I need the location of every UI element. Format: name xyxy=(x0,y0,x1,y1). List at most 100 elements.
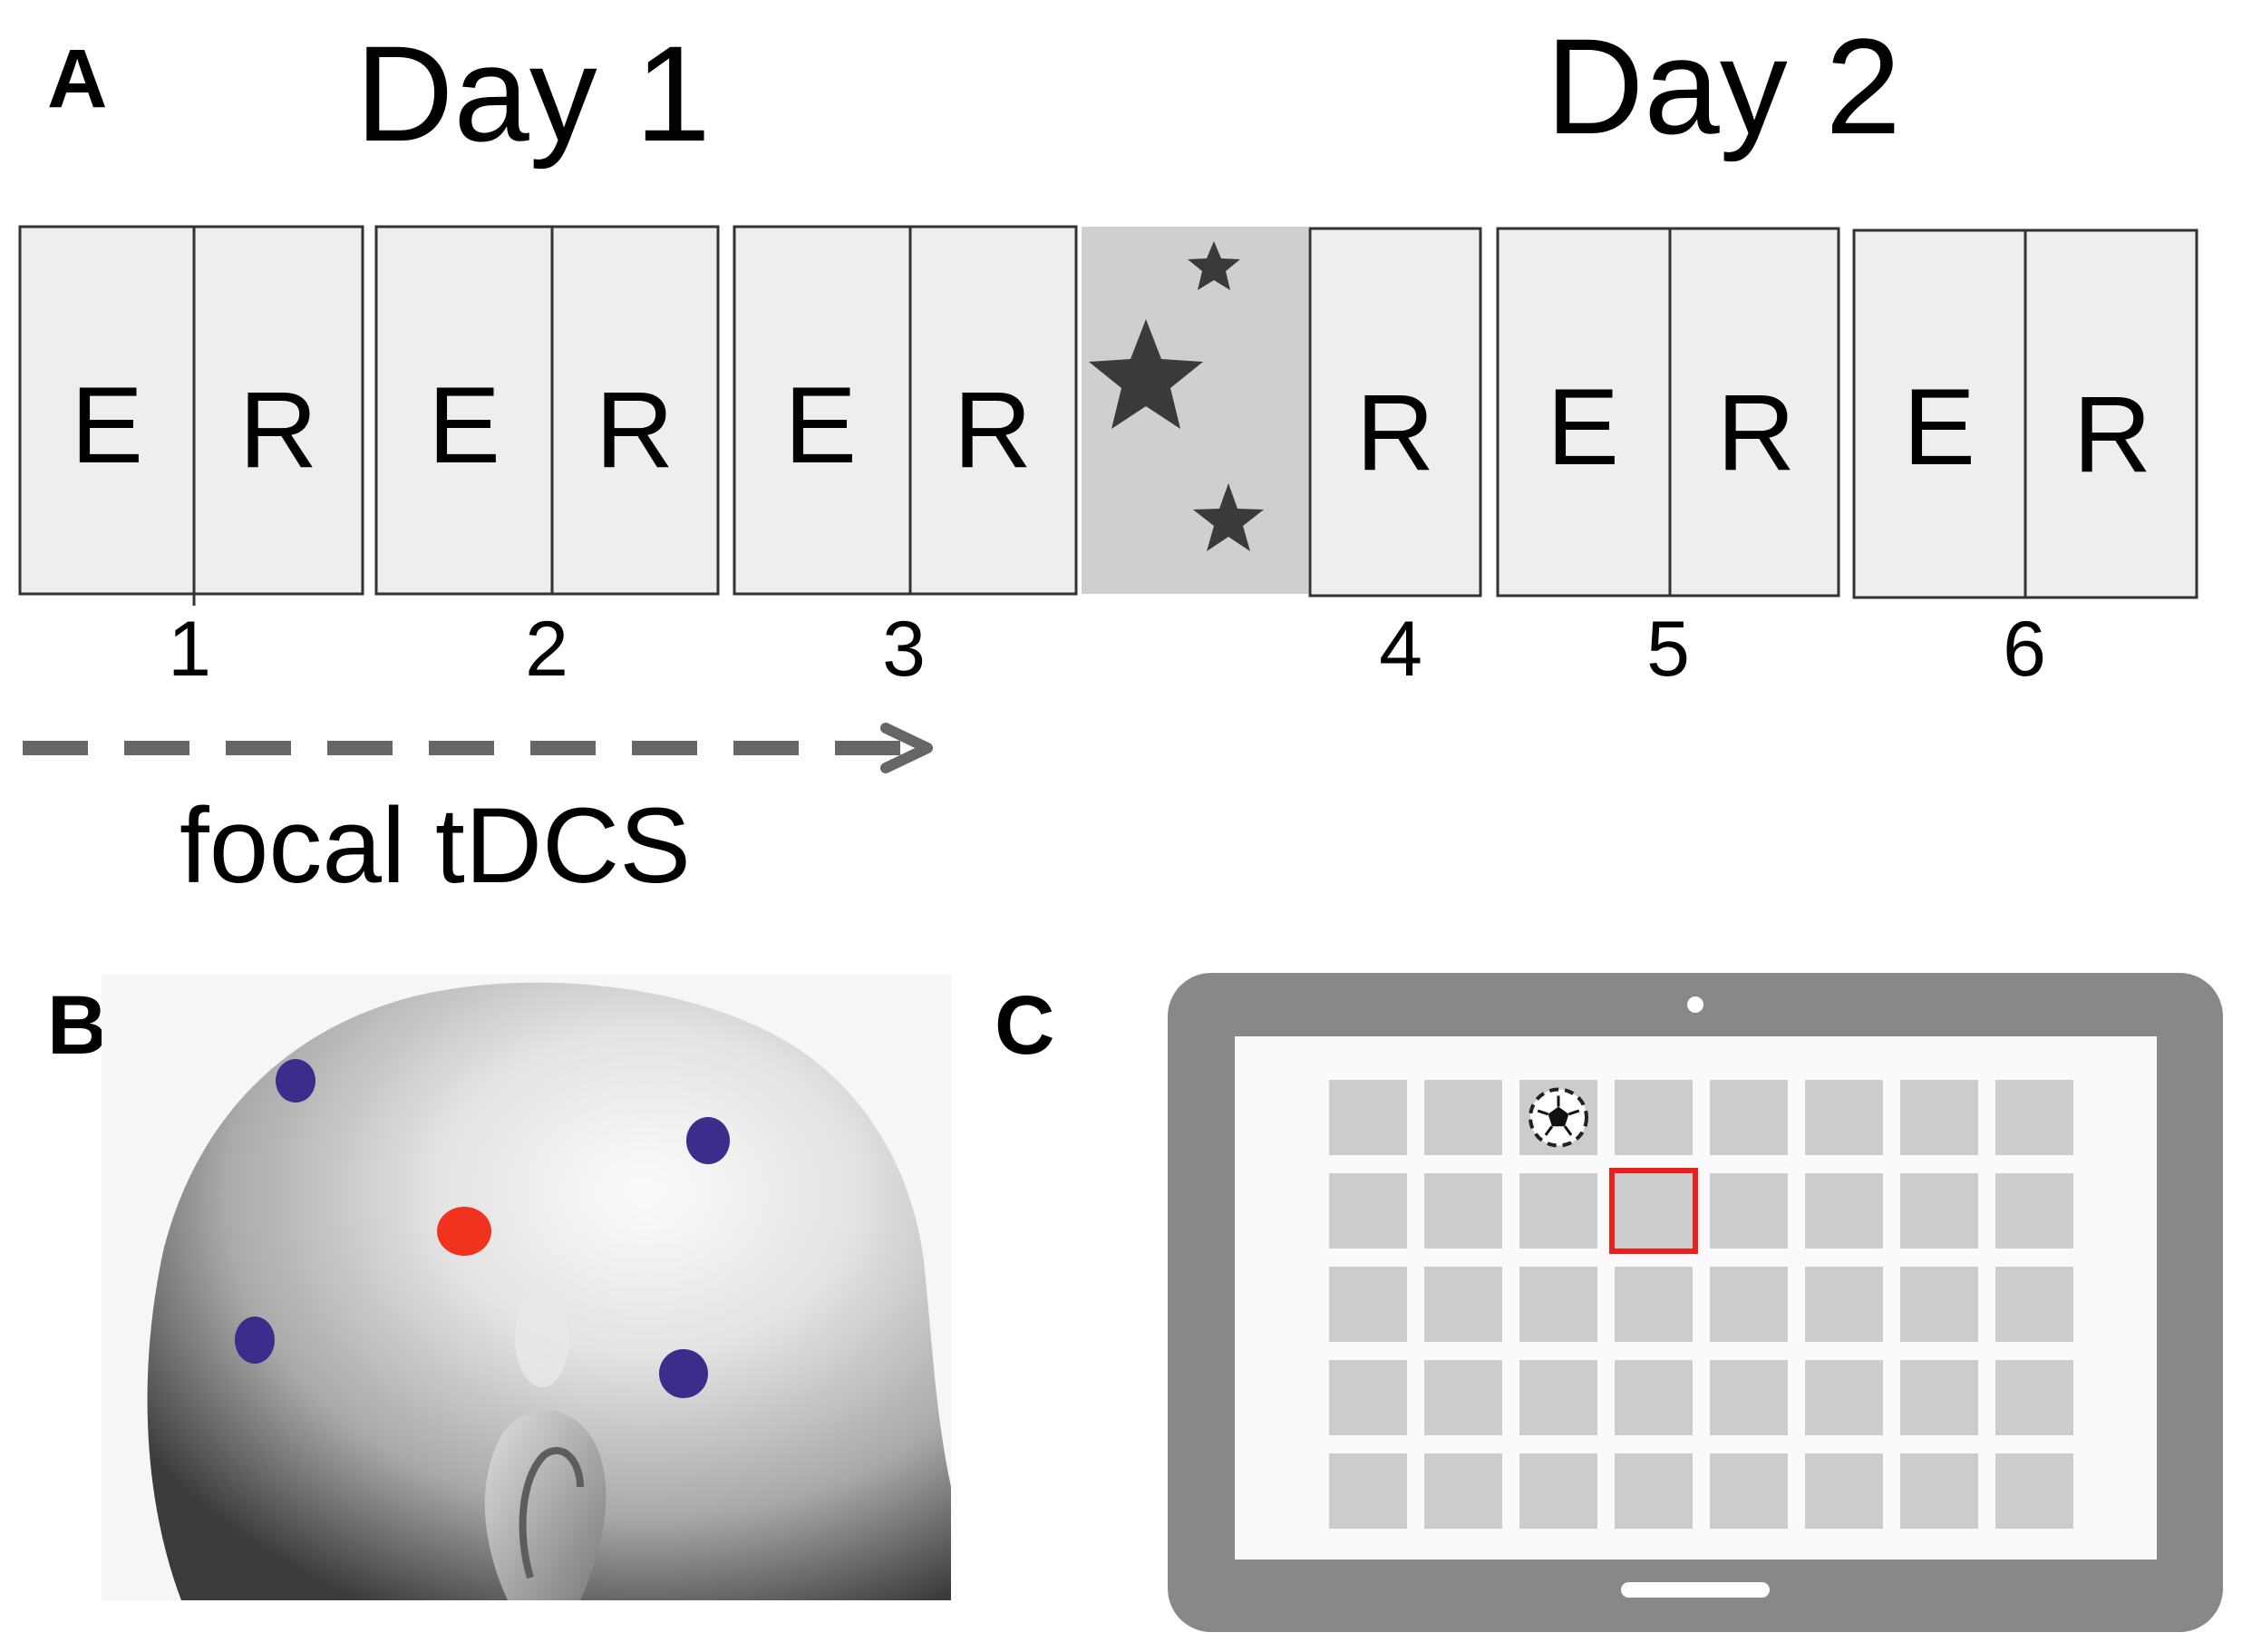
block-3-retrieval-cell xyxy=(908,225,1078,596)
block-6: E R 6 xyxy=(1852,228,2198,693)
grid-cell xyxy=(1805,1360,1883,1435)
medium-star-icon xyxy=(1193,483,1264,551)
grid-cell xyxy=(1615,1267,1693,1342)
grid-cell xyxy=(1900,1080,1978,1155)
soccer-ball-icon xyxy=(1529,1087,1588,1148)
grid-cell xyxy=(1424,1080,1502,1155)
grid-cell xyxy=(1805,1173,1883,1249)
grid-cell xyxy=(1995,1360,2073,1435)
block-5-encoding-label: E xyxy=(1547,366,1619,488)
small-star-icon xyxy=(1188,241,1240,290)
surround-electrode-1 xyxy=(276,1059,315,1103)
block-6-encoding-cell xyxy=(1852,228,2027,599)
block-2-retrieval-label: R xyxy=(596,369,675,491)
block-1-encoding-cell xyxy=(18,225,196,596)
block-6-retrieval-label: R xyxy=(2073,374,2152,495)
block-6-encoding-label: E xyxy=(1903,366,1975,488)
grid-cell xyxy=(1519,1173,1597,1249)
block-4-retrieval-label: R xyxy=(1356,372,1435,493)
grid-cell xyxy=(1995,1267,2073,1342)
grid-cell xyxy=(1995,1173,2073,1249)
ear-inner-fold xyxy=(519,1447,584,1579)
overnight-gap xyxy=(1082,227,1308,594)
large-star-icon xyxy=(1089,319,1203,429)
temple-highlight xyxy=(515,1288,569,1387)
panel-c-letter: C xyxy=(995,979,1054,1072)
grid-cell xyxy=(1424,1267,1502,1342)
grid-cell xyxy=(1710,1080,1788,1155)
highlighted-cell xyxy=(1609,1168,1698,1254)
block-5-number: 5 xyxy=(1646,606,1690,693)
grid-cell xyxy=(1615,1360,1693,1435)
memory-grid xyxy=(1329,1080,2073,1529)
block-3-retrieval-label: R xyxy=(954,369,1033,491)
panel-b-letter: B xyxy=(47,979,107,1072)
block-6-number: 6 xyxy=(2003,606,2046,693)
block-5-retrieval-label: R xyxy=(1717,372,1796,493)
grid-cell xyxy=(1615,1453,1693,1529)
grid-cell xyxy=(1900,1267,1978,1342)
block-1-encoding-label: E xyxy=(71,364,143,486)
grid-cell xyxy=(1805,1453,1883,1529)
grid-cell xyxy=(1424,1360,1502,1435)
grid-cell xyxy=(1424,1173,1502,1249)
grid-cell xyxy=(1329,1453,1407,1529)
tablet-home-button xyxy=(1621,1582,1770,1598)
grid-cell xyxy=(1424,1453,1502,1529)
panel-a: A Day 1 Day 2 E R 1 E R 2 E R 3 xyxy=(18,10,2198,906)
center-electrode xyxy=(437,1207,491,1256)
grid-cell xyxy=(1519,1267,1597,1342)
grid-cell xyxy=(1900,1360,1978,1435)
grid-cell xyxy=(1615,1080,1693,1155)
panel-a-letter: A xyxy=(47,33,107,125)
block-2-encoding-label: E xyxy=(428,364,500,486)
day-1-title: Day 1 xyxy=(355,17,711,170)
grid-cell xyxy=(1710,1267,1788,1342)
surround-electrode-2 xyxy=(686,1117,730,1164)
block-2-retrieval-cell xyxy=(550,225,720,596)
block-1-retrieval-label: R xyxy=(239,369,318,491)
overnight-gap-background xyxy=(1082,227,1308,594)
grid-cell xyxy=(1329,1080,1407,1155)
grid-cell xyxy=(1805,1267,1883,1342)
grid-cell xyxy=(1329,1173,1407,1249)
grid-cell xyxy=(1329,1267,1407,1342)
head-render xyxy=(102,975,952,1600)
block-2-number: 2 xyxy=(525,606,568,693)
block-3: E R 3 xyxy=(733,225,1078,693)
grid-cell xyxy=(1519,1360,1597,1435)
grid-cell xyxy=(1615,1173,1693,1249)
tdcs-arrow xyxy=(23,723,933,773)
panel-c: C xyxy=(995,973,2223,1632)
grid-cell xyxy=(1995,1453,2073,1529)
surround-electrode-3 xyxy=(235,1317,275,1364)
block-6-retrieval-cell xyxy=(2024,228,2198,599)
block-1-number: 1 xyxy=(168,606,211,693)
block-4-number: 4 xyxy=(1379,606,1422,693)
block-3-encoding-label: E xyxy=(784,364,857,486)
grid-cell xyxy=(1519,1453,1597,1529)
panel-b: B xyxy=(47,975,952,1600)
surround-electrode-4 xyxy=(659,1349,708,1398)
day-2-title: Day 2 xyxy=(1546,10,1901,162)
block-1-retrieval-cell xyxy=(192,225,364,596)
ear xyxy=(484,1410,607,1600)
tdcs-label: focal tDCS xyxy=(180,786,691,906)
block-3-number: 3 xyxy=(882,606,926,693)
block-4: R 4 xyxy=(1308,227,1482,693)
grid-cell xyxy=(1900,1173,1978,1249)
grid-cell xyxy=(1710,1173,1788,1249)
block-4-retrieval-cell xyxy=(1308,227,1482,598)
block-2: E R 2 xyxy=(374,225,720,693)
grid-cell xyxy=(1805,1080,1883,1155)
grid-cell xyxy=(1900,1453,1978,1529)
arrowhead-icon xyxy=(880,723,933,773)
grid-cell xyxy=(1710,1453,1788,1529)
tablet xyxy=(1168,973,2223,1632)
block-5-retrieval-cell xyxy=(1668,227,1840,598)
grid-cell xyxy=(1329,1360,1407,1435)
tablet-camera-icon xyxy=(1687,996,1703,1013)
block-2-encoding-cell xyxy=(374,225,554,596)
grid-cell xyxy=(1995,1080,2073,1155)
